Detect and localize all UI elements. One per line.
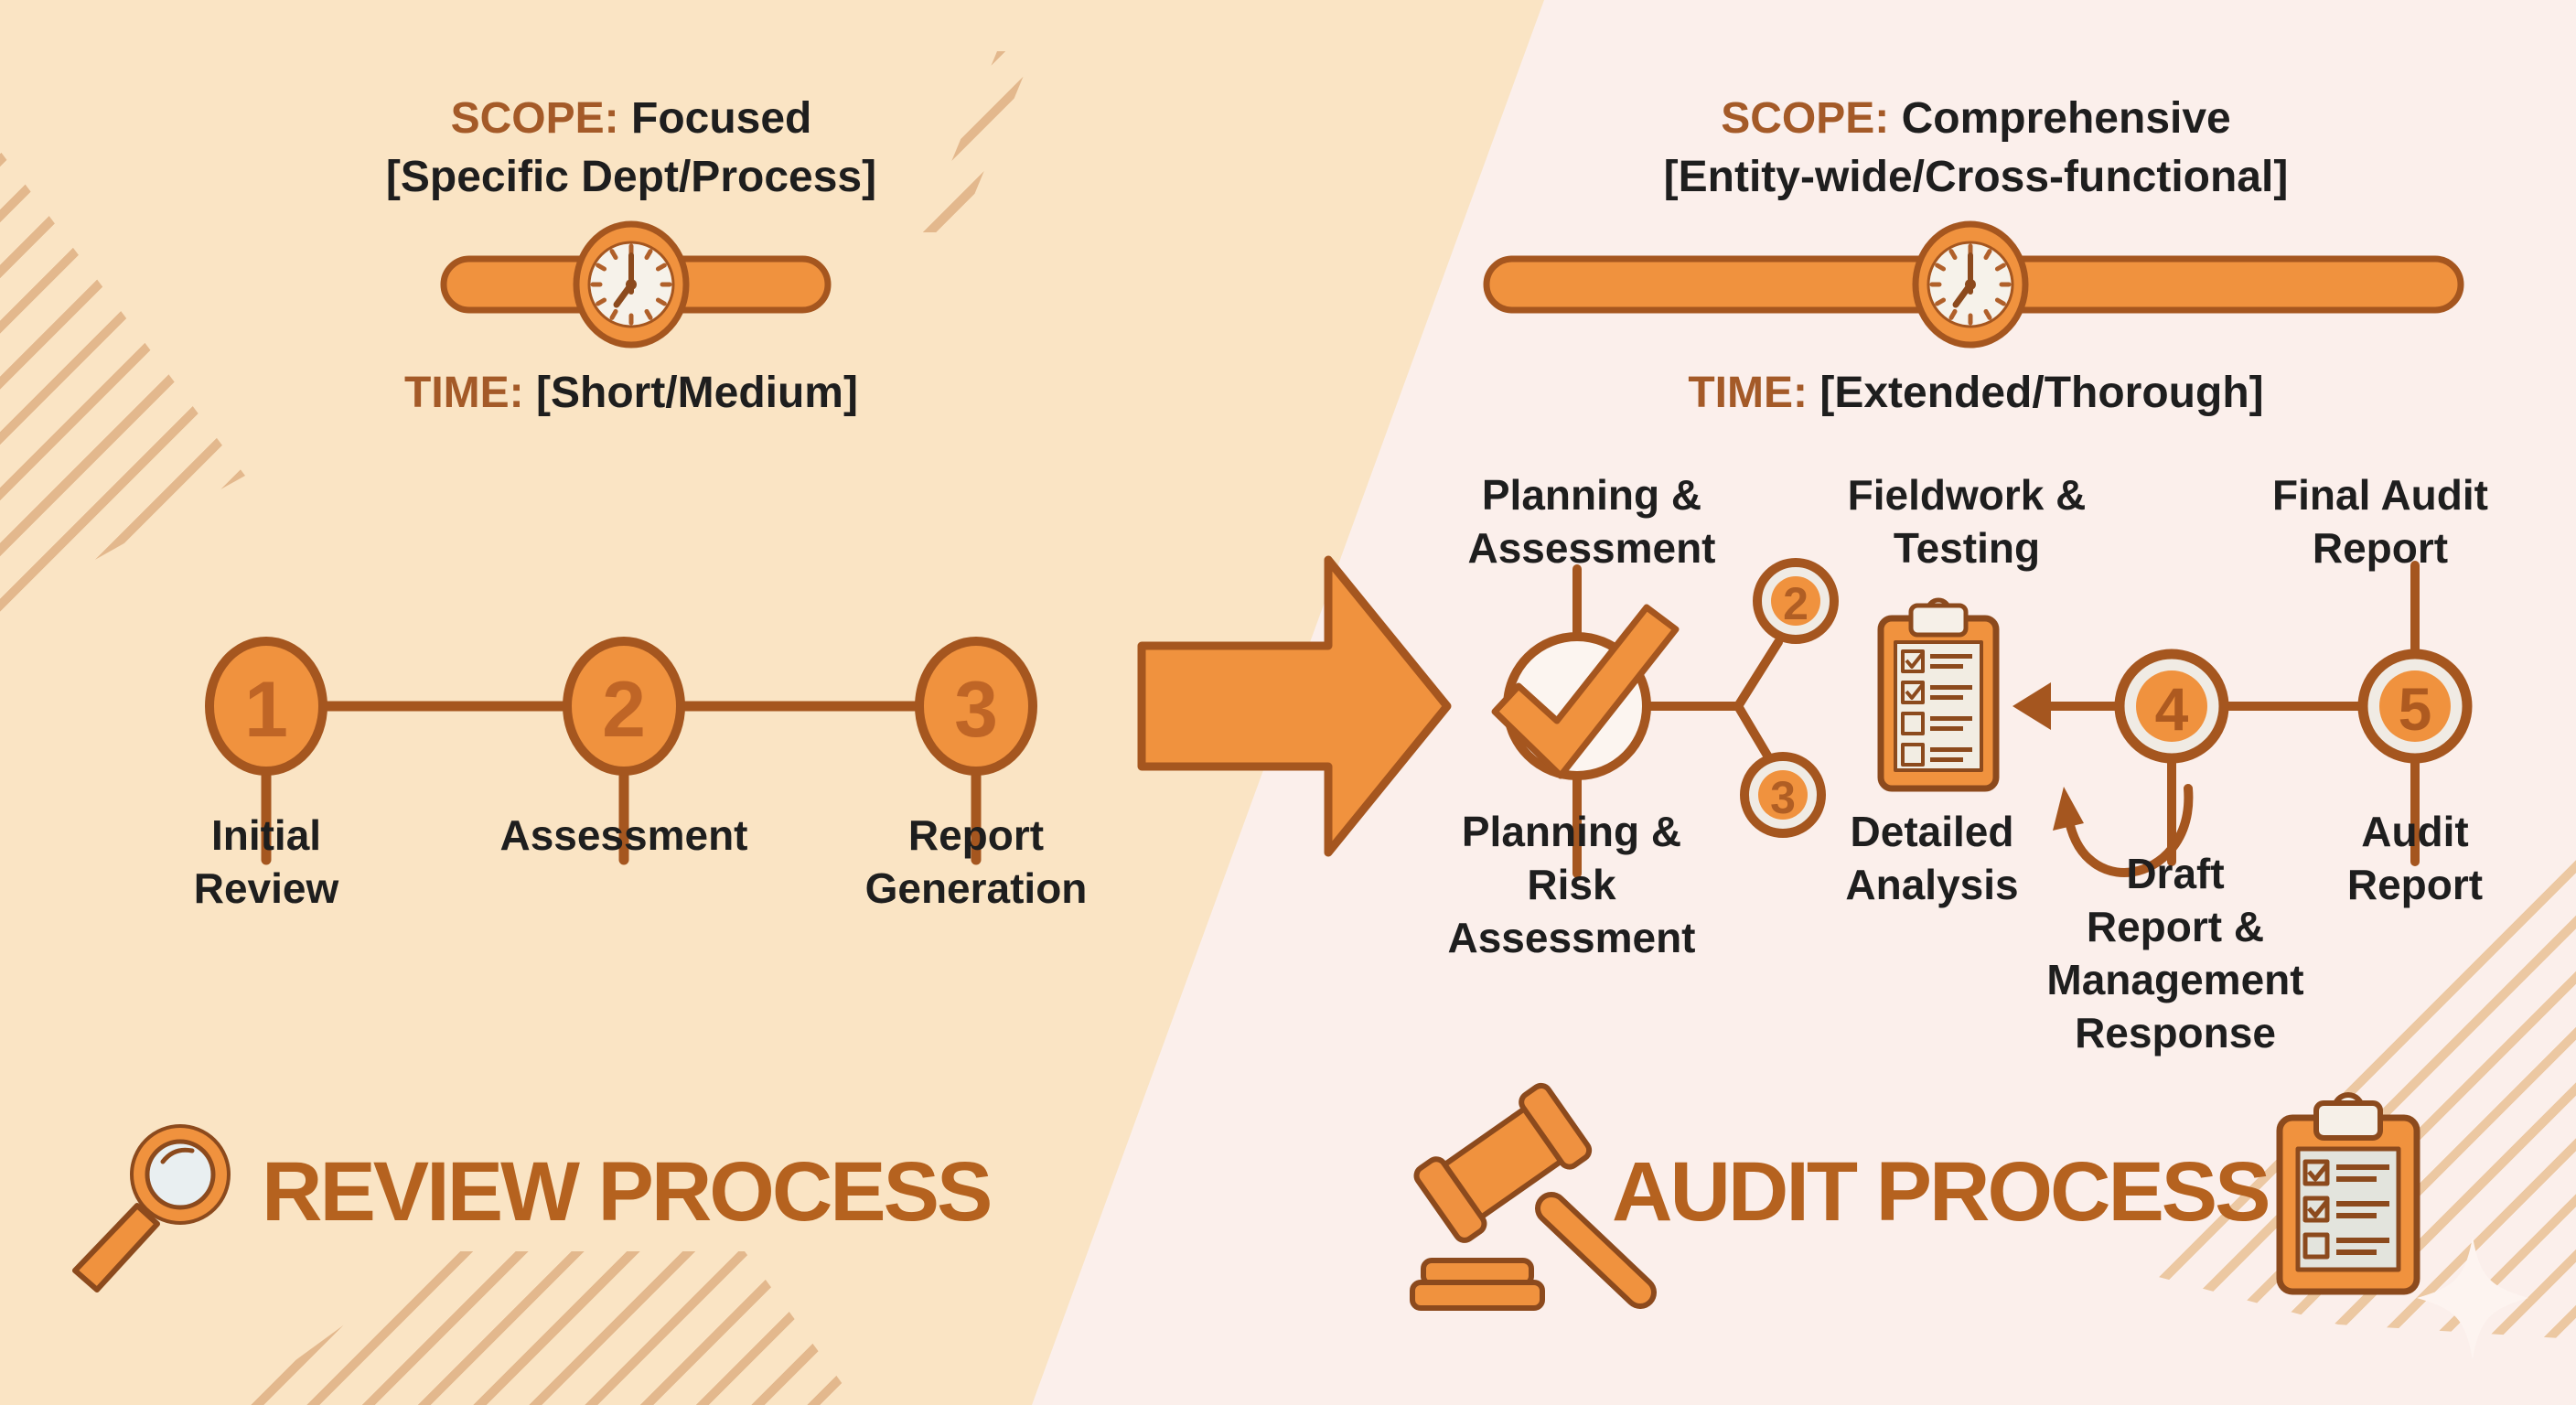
review-step-1-number: 1 [244,666,288,754]
review-step-3-node: 3 [915,637,1037,776]
review-step-2-label: Assessment [499,811,748,859]
review-time-value: [Short/Medium] [536,369,858,417]
clipboard-icon [1877,597,2000,792]
audit-timeline-slider [1483,224,2464,345]
clock-icon [1916,224,2025,345]
magnifying-glass-icon [72,1124,231,1292]
audit-stage-report-label: Audit Report [2346,808,2484,908]
audit-flow-connectors [1572,561,2420,878]
audit-time-value: [Extended/Thorough] [1819,369,2264,417]
audit-stage-planning-label: Planning & Risk Assessment [1447,808,1696,961]
review-step-2-number: 2 [602,666,646,754]
review-step-1-label: Initial Review [193,811,339,912]
audit-stage-2-top-label: Fieldwork & Testing [1847,471,2087,572]
audit-time-block: TIME: [Extended/Thorough] [1592,364,2360,423]
audit-scope-detail: [Entity-wide/Cross-functional] [1663,153,2289,201]
audit-step-5-node: 5 [2357,649,2473,764]
curved-arrow-icon [2065,784,2194,877]
checkmark-circle-icon [1491,604,1680,780]
audit-scope-label: SCOPE: [1721,94,1890,143]
audit-step-2-node: 2 [1753,558,1839,644]
audit-step-4-node: 4 [2114,649,2229,764]
review-scope-value: Focused [631,94,812,143]
review-timeline-slider [440,224,832,345]
audit-step-4-number: 4 [2155,675,2189,743]
audit-step-3-number: 3 [1770,772,1796,823]
review-scope-label: SCOPE: [450,94,619,143]
audit-stage-analysis-label: Detailed Analysis [1845,808,2019,908]
review-scope-line: SCOPE: Focused [311,90,951,148]
review-step-3-label: Report Generation [864,811,1088,912]
audit-stage-3-top-label: Final Audit Report [2272,471,2488,572]
review-scope-detail: [Specific Dept/Process] [385,153,877,201]
right-arrow-icon [1137,555,1452,857]
checklist-clipboard-icon [2276,1092,2420,1295]
audit-step-3-node: 3 [1740,752,1826,838]
curved-arrowhead [2053,787,2084,831]
review-process-title: REVIEW PROCESS [262,1145,993,1239]
audit-stage-1-top-label: Planning & Assessment [1467,471,1716,572]
review-step-3-number: 3 [954,666,998,754]
left-arrowhead [2012,682,2051,730]
audit-scope-value: Comprehensive [1901,94,2231,143]
review-step-1-node: 1 [205,637,327,776]
audit-step-5-number: 5 [2399,675,2432,743]
clock-icon [576,224,686,345]
sparkle-decoration [2417,1237,2528,1359]
audit-step-2-number: 2 [1783,578,1809,629]
review-step-2-node: 2 [563,637,685,776]
review-scope-block: SCOPE: Focused [Specific Dept/Process] [311,90,951,207]
audit-scope-line: SCOPE: Comprehensive [1592,90,2360,148]
gavel-icon [1410,1082,1657,1311]
audit-process-title: AUDIT PROCESS [1612,1145,2271,1239]
review-steps-connectors [261,701,982,865]
audit-time-label: TIME: [1688,369,1808,417]
review-time-block: TIME: [Short/Medium] [311,364,951,423]
audit-scope-block: SCOPE: Comprehensive [Entity-wide/Cross-… [1592,90,2360,207]
review-time-label: TIME: [404,369,524,417]
audit-stage-draft-label: Draft Report & Management Response [2046,850,2304,1056]
